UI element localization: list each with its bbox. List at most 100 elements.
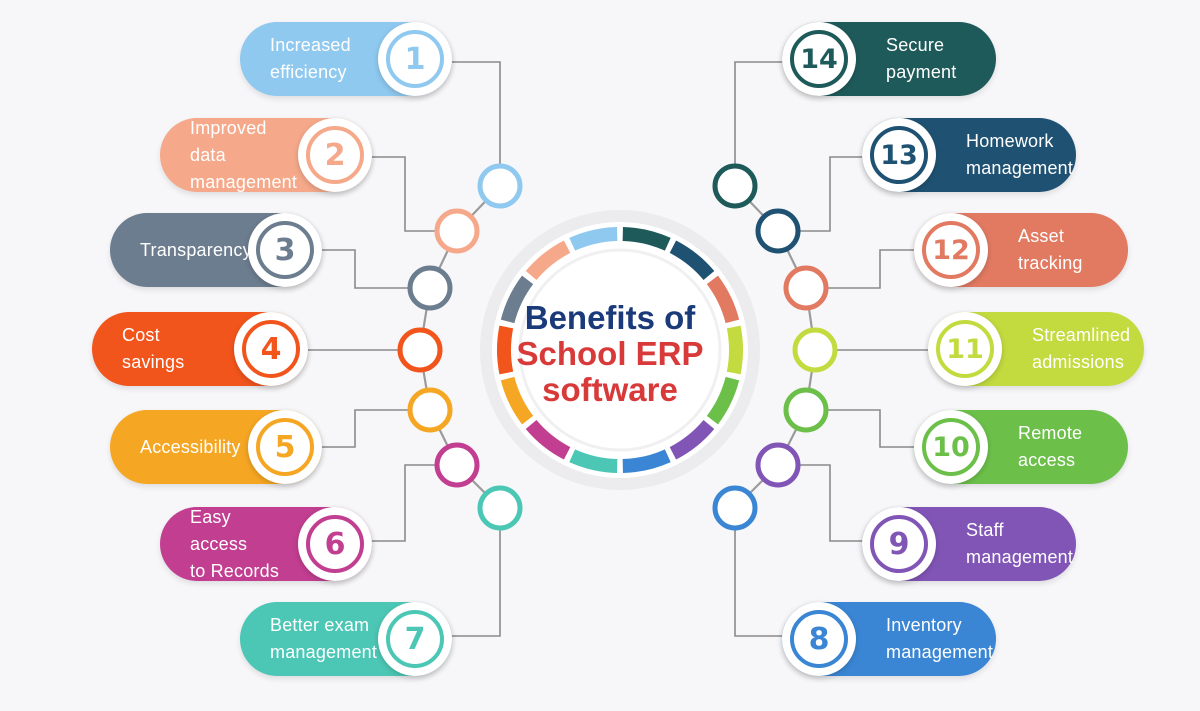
- benefit-number-badge: 4: [234, 312, 308, 386]
- benefit-label-line-1: Improved data: [190, 117, 267, 165]
- chain-ring-13: [755, 208, 801, 254]
- benefit-label-line-1: Easy access: [190, 506, 248, 554]
- hub-segment-10: [706, 376, 740, 425]
- benefit-number: 11: [936, 320, 994, 378]
- benefit-label-line-1: Inventory: [886, 615, 962, 635]
- benefit-label-line-1: Cost savings: [122, 325, 185, 372]
- benefit-number-badge: 10: [914, 410, 988, 484]
- benefit-label-line-1: Secure: [886, 35, 945, 55]
- benefit-number-badge: 11: [928, 312, 1002, 386]
- chain-ring-3: [407, 265, 453, 311]
- benefit-number: 2: [306, 126, 364, 184]
- title-line-3: software: [542, 371, 678, 408]
- benefit-number-badge: 6: [298, 507, 372, 581]
- connector-line-3: [322, 249, 408, 289]
- benefit-label-line-2: efficiency: [270, 62, 347, 82]
- hub-segment-9: [669, 419, 715, 460]
- benefit-number: 10: [922, 418, 980, 476]
- benefit-number: 6: [306, 515, 364, 573]
- benefit-number-badge: 14: [782, 22, 856, 96]
- benefit-label: Inventory management: [886, 602, 993, 676]
- hub-center: [516, 246, 724, 454]
- hub-segment-7: [569, 449, 618, 473]
- chain-ring-8: [712, 485, 758, 531]
- chain-ring-7: [477, 485, 523, 531]
- hub-segment-8: [622, 449, 671, 473]
- benefit-number-badge: 9: [862, 507, 936, 581]
- benefit-label-line-2: access: [1018, 450, 1076, 470]
- benefit-pill-10: Remote access 10: [914, 410, 1128, 484]
- benefit-label: Asset tracking: [1018, 213, 1110, 287]
- benefit-label-line-1: Increased: [270, 35, 351, 55]
- hub-segment-13: [669, 240, 715, 281]
- benefit-pill-4: Cost savings 4: [92, 312, 308, 386]
- hub-segment-11: [726, 325, 743, 375]
- benefit-label-line-1: Homework: [966, 131, 1054, 151]
- benefit-label-line-2: admissions: [1032, 352, 1125, 372]
- connector-line-2: [372, 156, 435, 232]
- connector-line-9: [800, 464, 862, 542]
- connector-line-10: [828, 409, 914, 448]
- benefit-label-line-2: to Records: [190, 560, 280, 581]
- benefit-number-badge: 1: [378, 22, 452, 96]
- hub-segment-3: [500, 275, 534, 324]
- benefit-number-badge: 2: [298, 118, 372, 192]
- benefit-label-line-2: tracking: [1018, 253, 1083, 273]
- benefit-pill-5: Accessibility 5: [110, 410, 322, 484]
- benefit-number-badge: 5: [248, 410, 322, 484]
- benefit-pill-8: Inventory management 8: [782, 602, 996, 676]
- benefit-number: 4: [242, 320, 300, 378]
- benefit-number: 1: [386, 30, 444, 88]
- benefit-number: 7: [386, 610, 444, 668]
- benefit-number: 12: [922, 221, 980, 279]
- benefit-label-line-1: Better exam: [270, 615, 370, 635]
- benefit-label-line-2: management: [886, 642, 994, 662]
- benefit-label-line-1: Asset: [1018, 226, 1065, 246]
- benefit-number: 3: [256, 221, 314, 279]
- hub-segment-6: [525, 419, 571, 460]
- title-line-1: Benefits of: [524, 299, 696, 336]
- benefit-number-badge: 8: [782, 602, 856, 676]
- chain-ring-14: [712, 163, 758, 209]
- benefit-number-badge: 3: [248, 213, 322, 287]
- benefit-label-line-2: management: [270, 642, 378, 662]
- benefit-label: Remote access: [1018, 410, 1110, 484]
- benefit-label: Better exam management: [270, 602, 377, 676]
- benefit-number: 9: [870, 515, 928, 573]
- benefit-number: 14: [790, 30, 848, 88]
- hub-segment-14: [622, 227, 671, 251]
- benefit-number-badge: 7: [378, 602, 452, 676]
- chain-ring-12: [783, 265, 829, 311]
- connector-line-12: [828, 249, 914, 289]
- connector-line-14: [734, 61, 782, 165]
- hub-segment-5: [500, 376, 534, 425]
- benefit-number: 13: [870, 126, 928, 184]
- title-line-2: School ERP: [516, 335, 704, 372]
- benefit-number: 5: [256, 418, 314, 476]
- benefit-label-line-1: Accessibility: [140, 436, 241, 457]
- chain-ring-6: [434, 442, 480, 488]
- benefit-label-line-1: Transparency: [140, 239, 252, 260]
- hub-inner-rim: [518, 248, 722, 452]
- connector-line-7: [452, 530, 501, 637]
- benefit-label-line-1: Remote: [1018, 423, 1083, 443]
- benefit-pill-6: Easy access to Records 6: [160, 507, 372, 581]
- benefit-number-badge: 12: [914, 213, 988, 287]
- benefit-number-badge: 13: [862, 118, 936, 192]
- connector-line-1: [452, 61, 501, 165]
- benefit-number: 8: [790, 610, 848, 668]
- benefit-label: Transparency: [140, 213, 252, 287]
- chain-ring-5: [407, 387, 453, 433]
